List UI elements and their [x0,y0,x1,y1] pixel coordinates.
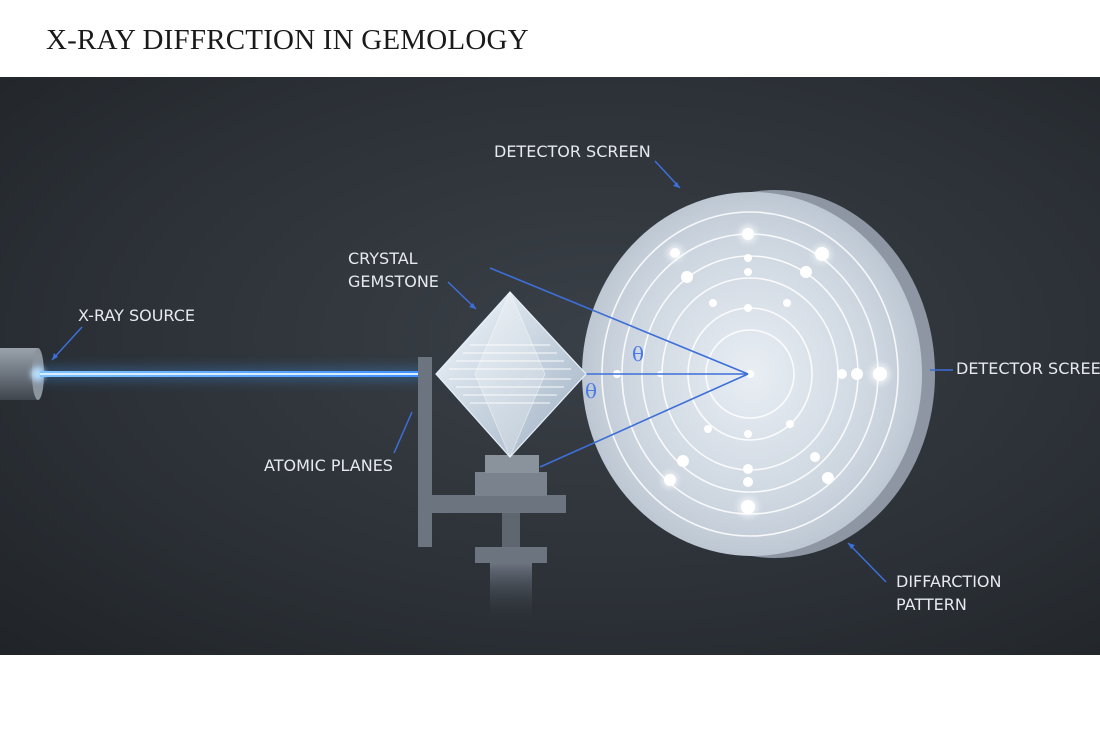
label-diffraction-line1: DIFFARCTION [896,572,1002,591]
label-diffraction-line2: PATTERN [896,595,967,614]
diagram-panel: X-RAY SOURCE CRYSTAL GEMSTONE ATOMIC PLA… [0,77,1100,655]
atomic-plane-lines [449,344,571,404]
sample-mount [418,357,566,623]
angle-theta-lower: θ [585,379,598,403]
xray-beam [40,368,425,380]
label-crystal-line2: GEMSTONE [348,272,439,291]
bottom-margin [0,655,1100,733]
label-xray-source: X-RAY SOURCE [78,306,196,325]
diffraction-illustration [0,77,1100,655]
detector-screen [582,190,935,558]
label-crystal-line1: CRYSTAL [348,249,418,268]
label-atomic-planes: ATOMIC PLANES [264,456,393,475]
crystal-gemstone [435,291,587,458]
label-detector-screen-top: DETECTOR SCREEN [494,142,651,161]
diagram-title: X-RAY DIFFRCTION IN GEMOLOGY [46,24,529,56]
angle-theta-upper: θ [632,342,645,366]
label-detector-screen-right: DETECTOR SCREEN [956,359,1100,378]
xray-source [0,348,45,400]
